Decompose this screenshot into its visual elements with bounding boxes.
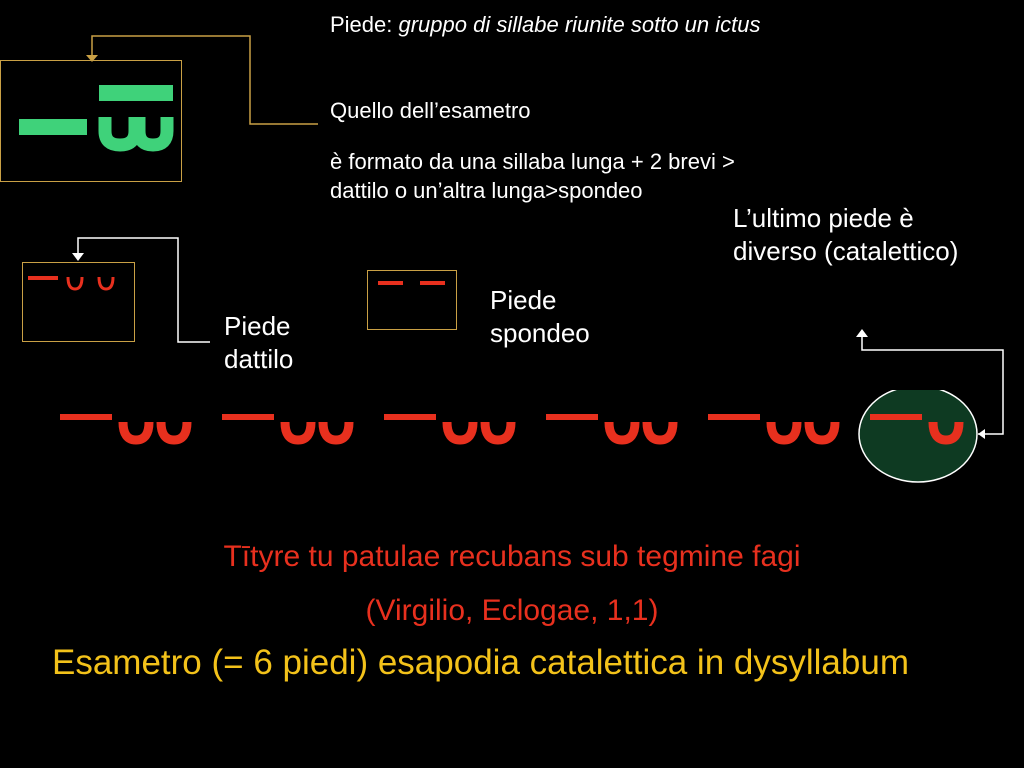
connector-circle-to-label [861, 334, 1004, 435]
dactyl-label: Piede dattilo [224, 311, 294, 374]
arrowhead-dactyl-box [72, 253, 84, 261]
foot-3-breve-b [480, 421, 516, 445]
foot-2-breve-a [280, 421, 316, 445]
catalectic-circle [858, 390, 978, 483]
spondee-symbol [378, 281, 445, 285]
connector-definition-to-box [91, 35, 318, 125]
arrowhead-last-foot-label [856, 329, 868, 337]
definition-line-2: Quello dell’esametro [330, 98, 531, 123]
verse-source: (Virgilio, Eclogae, 1,1) [365, 594, 659, 627]
foot-2-long [222, 414, 274, 420]
foot-6-catalectic [870, 414, 964, 445]
foot-3-long [384, 414, 436, 420]
long-short-short-symbol [19, 85, 174, 152]
definition-prefix: Piede: [330, 12, 399, 37]
long-mark [19, 119, 87, 135]
verse-text: Tītyre tu patulae recubans sub tegmine f… [223, 540, 801, 573]
foot-2 [222, 414, 354, 445]
foot-3 [384, 414, 516, 445]
foot-4 [546, 414, 678, 445]
foot-4-long [546, 414, 598, 420]
spondee-label: Piede spondeo [490, 285, 590, 348]
arrowhead-top-box [86, 55, 98, 62]
definition-line-1: Piede: gruppo di sillabe riunite sotto u… [330, 10, 800, 39]
foot-5 [708, 414, 840, 445]
foot-5-breve-a [766, 421, 802, 445]
spondee-long-mark-2 [420, 281, 445, 285]
upper-bar [99, 85, 173, 101]
foot-1-breve-b [156, 421, 192, 445]
foot-4-breve-b [642, 421, 678, 445]
foot-1 [60, 414, 192, 445]
arrowhead-circle [978, 429, 985, 439]
foot-3-breve-a [442, 421, 478, 445]
foot-4-breve-a [604, 421, 640, 445]
last-foot-label: L’ultimo piede è diverso (catalettico) [733, 203, 959, 266]
double-breve-mark [98, 117, 174, 152]
dactyl-breve-2 [97, 276, 115, 291]
definition-line-3: è formato da una sillaba lunga + 2 brevi… [330, 149, 735, 203]
foot-1-breve-a [118, 421, 154, 445]
hexameter-caption: Esametro (= 6 piedi) esapodia catalettic… [52, 643, 909, 682]
foot-6-breve [928, 421, 964, 445]
foot-6-long [870, 414, 922, 420]
spondee-box [367, 270, 457, 330]
dactyl-symbol [28, 276, 115, 291]
symbol-box-large [0, 60, 182, 182]
foot-2-breve-b [318, 421, 354, 445]
dactyl-long-mark [28, 276, 58, 280]
foot-1-long [60, 414, 112, 420]
hexameter-scheme [60, 390, 978, 483]
foot-5-long [708, 414, 760, 420]
foot-5-breve-b [804, 421, 840, 445]
dactyl-box [22, 262, 135, 342]
connector-dactyl-to-box [77, 237, 210, 343]
definition-italic: gruppo di sillabe riunite sotto un ictus [398, 12, 761, 37]
dactyl-breve-1 [66, 276, 84, 291]
spondee-long-mark-1 [378, 281, 403, 285]
